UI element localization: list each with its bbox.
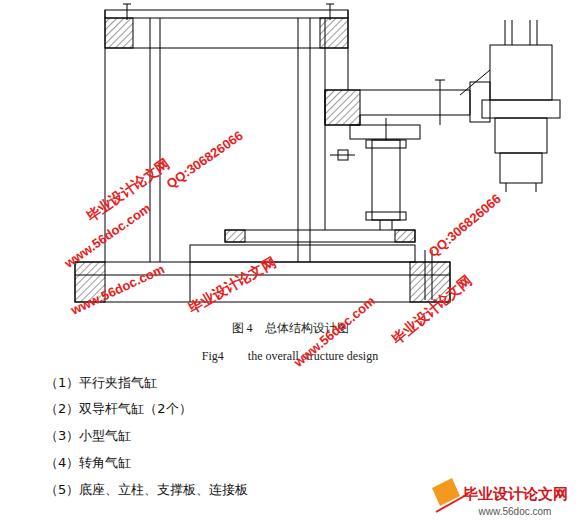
logo-text: 毕业设计论文网 bbox=[463, 485, 568, 503]
watermark: QQ:306826066 bbox=[164, 128, 246, 192]
watermark: 毕业设计论文网 bbox=[185, 253, 278, 317]
part-list-item: （4）转角气缸 bbox=[45, 455, 131, 471]
watermark: QQ:306826066 bbox=[426, 191, 505, 261]
part-list-item: （2）双导杆气缸（2个） bbox=[45, 401, 192, 417]
frame-lines bbox=[75, 4, 560, 302]
part-list-item: （3）小型气缸 bbox=[45, 428, 131, 444]
logo-url: www.56doc.com bbox=[479, 506, 552, 518]
part-list-item: （1）平行夹指气缸 bbox=[45, 375, 157, 391]
part-list-item: （5）底座、立柱、支撑板、连接板 bbox=[45, 482, 248, 498]
figure-caption-english: Fig4 the overall structure design bbox=[202, 349, 378, 363]
